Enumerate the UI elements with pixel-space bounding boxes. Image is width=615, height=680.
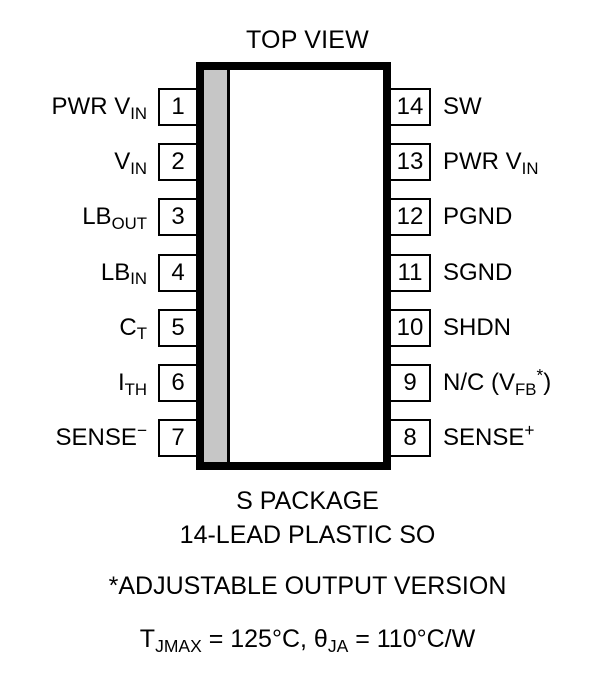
pin-number-4: 4 (158, 253, 198, 292)
pin-label-2: VIN (114, 148, 147, 178)
pin-label-11: SGND (443, 258, 513, 286)
caption-package-name: S PACKAGE (236, 487, 379, 515)
pin-row: ITH 6 (0, 364, 198, 402)
pin-number-2: 2 (158, 143, 198, 182)
pin-row: CT 5 (0, 308, 198, 347)
pin-number-14: 14 (389, 88, 431, 126)
pin-row: LBOUT 3 (0, 198, 198, 237)
pin-number-6: 6 (158, 364, 198, 402)
pin-row: 9 N/C (VFB*) (389, 364, 615, 402)
pin-number-10: 10 (389, 308, 431, 347)
pin-number-11: 11 (389, 253, 431, 292)
pin-1-stripe (204, 70, 230, 462)
pin-row: 8 SENSE+ (389, 419, 615, 458)
pin-row: VIN 2 (0, 143, 198, 182)
pin-label-10: SHDN (443, 313, 512, 341)
pin-label-13: PWR VIN (443, 148, 539, 178)
pin-number-3: 3 (158, 198, 198, 237)
pin-label-6: ITH (117, 369, 147, 399)
pin-label-4: LBIN (100, 258, 147, 289)
pin-label-8: SENSE+ (443, 420, 535, 452)
pin-label-12: PGND (443, 203, 513, 231)
pin-label-5: CT (119, 313, 147, 344)
pin-label-14: SW (443, 93, 482, 120)
top-view-title: TOP VIEW (246, 26, 369, 54)
caption-lead-count: 14-LEAD PLASTIC SO (179, 521, 436, 549)
caption-footnote: *ADJUSTABLE OUTPUT VERSION (108, 572, 507, 600)
pin-row: SENSE− 7 (0, 419, 198, 458)
pin-row: 13 PWR VIN (389, 143, 615, 182)
pin-label-1: PWR VIN (51, 93, 147, 123)
pin-number-7: 7 (158, 419, 198, 458)
pin-row: 11 SGND (389, 253, 615, 292)
pin-number-5: 5 (158, 308, 198, 347)
pin-number-8: 8 (389, 419, 431, 458)
pin-label-7: SENSE− (55, 420, 147, 452)
pin-row: 14 SW (389, 88, 615, 126)
caption-thermal-spec: TJMAX = 125°C, θJA = 110°C/W (139, 625, 476, 656)
pin-number-12: 12 (389, 198, 431, 237)
pin-row: PWR VIN 1 (0, 88, 198, 126)
pin-label-9: N/C (VFB*) (443, 365, 552, 399)
pin-label-3: LBOUT (82, 203, 147, 233)
pin-row: LBIN 4 (0, 253, 198, 292)
pin-row: 10 SHDN (389, 308, 615, 347)
pin-number-13: 13 (389, 143, 431, 182)
pin-number-9: 9 (389, 364, 431, 402)
package-body-outline (196, 62, 391, 470)
pin-number-1: 1 (158, 88, 198, 126)
pin-row: 12 PGND (389, 198, 615, 237)
